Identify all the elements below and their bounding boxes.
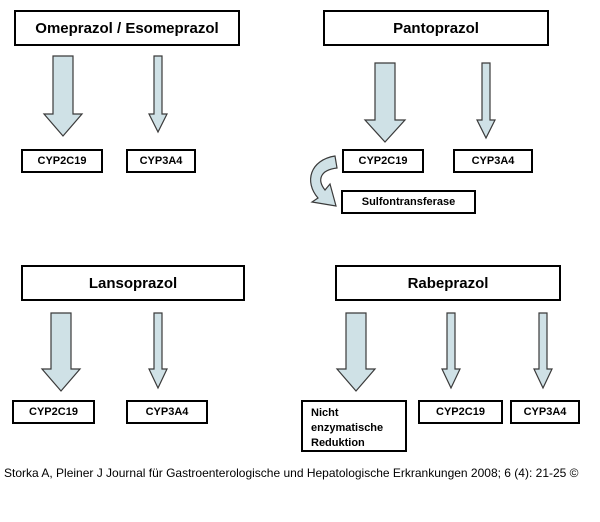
omeprazol-cyp3a4-arrow: [148, 55, 168, 134]
omeprazol-box: Omeprazol / Esomeprazol: [14, 10, 240, 46]
lansoprazol-cyp3a4-box: CYP3A4: [126, 400, 208, 424]
pantoprazol-cyp2c19-label: CYP2C19: [358, 155, 408, 167]
lansoprazol-cyp2c19-arrow: [40, 312, 82, 392]
rabeprazol-cyp2c19-label: CYP2C19: [436, 406, 485, 418]
omeprazol-cyp2c19-box: CYP2C19: [21, 149, 103, 173]
omeprazol-cyp2c19-label: CYP2C19: [37, 155, 87, 167]
rabeprazol-cyp2c19-arrow: [441, 312, 461, 390]
rabeprazol-reduktion-arrow: [335, 312, 377, 392]
sulfontransferase-box: Sulfontransferase: [341, 190, 476, 214]
rabeprazol-cyp2c19-box: CYP2C19: [418, 400, 503, 424]
pantoprazol-label: Pantoprazol: [393, 19, 479, 37]
pantoprazol-cyp3a4-arrow: [476, 62, 496, 140]
omeprazol-cyp2c19-arrow: [42, 55, 84, 137]
sulfontransferase-label: Sulfontransferase: [361, 196, 456, 208]
pantoprazol-cyp2c19-arrow: [363, 62, 407, 143]
pantoprazol-cyp3a4-label: CYP3A4: [471, 155, 515, 167]
rabeprazol-cyp3a4-label: CYP3A4: [523, 406, 567, 418]
pantoprazol-cyp3a4-box: CYP3A4: [453, 149, 533, 173]
lansoprazol-cyp2c19-box: CYP2C19: [12, 400, 95, 424]
nicht-enzymatische-reduktion-box: Nicht enzymatische Reduktion: [301, 400, 407, 452]
omeprazol-label: Omeprazol / Esomeprazol: [35, 19, 219, 37]
lansoprazol-box: Lansoprazol: [21, 265, 245, 301]
lansoprazol-cyp2c19-label: CYP2C19: [29, 406, 78, 418]
omeprazol-cyp3a4-label: CYP3A4: [139, 155, 183, 167]
citation-caption: Storka A, Pleiner J Journal für Gastroen…: [4, 466, 579, 480]
rabeprazol-box: Rabeprazol: [335, 265, 561, 301]
reduktion-line-3: Reduktion: [311, 437, 365, 449]
pantoprazol-curved-arrow: [310, 155, 338, 207]
lansoprazol-cyp3a4-arrow: [148, 312, 168, 390]
rabeprazol-cyp3a4-box: CYP3A4: [510, 400, 580, 424]
omeprazol-cyp3a4-box: CYP3A4: [126, 149, 196, 173]
lansoprazol-label: Lansoprazol: [88, 274, 178, 292]
rabeprazol-label: Rabeprazol: [407, 274, 489, 292]
reduktion-line-1: Nicht: [311, 407, 339, 419]
pantoprazol-cyp2c19-box: CYP2C19: [342, 149, 424, 173]
pantoprazol-box: Pantoprazol: [323, 10, 549, 46]
reduktion-line-2: enzymatische: [311, 422, 384, 434]
lansoprazol-cyp3a4-label: CYP3A4: [145, 406, 189, 418]
rabeprazol-cyp3a4-arrow: [533, 312, 553, 390]
